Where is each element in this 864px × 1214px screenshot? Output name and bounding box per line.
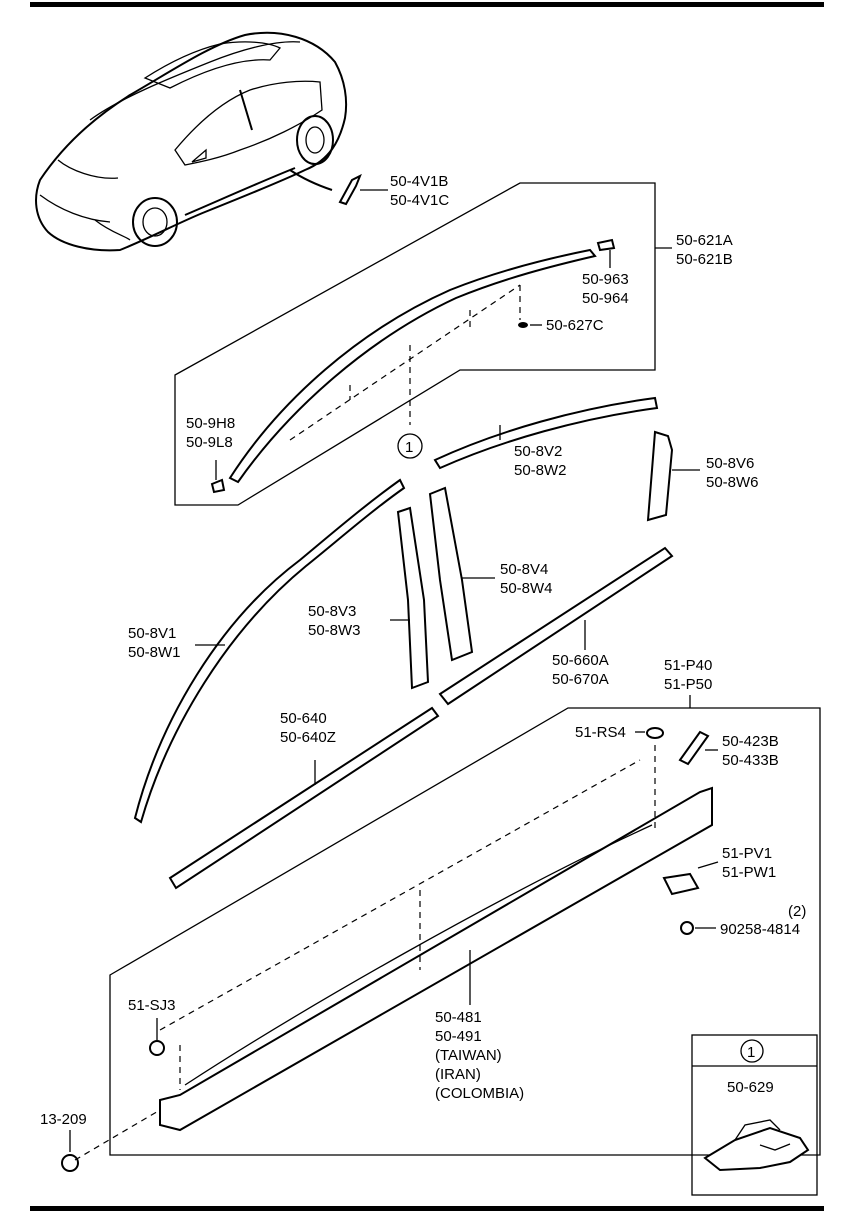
molding-50-640 — [168, 706, 440, 890]
fastener-50-9h8 — [210, 478, 226, 494]
callout-marker-label: 1 — [405, 439, 413, 456]
label-13-209: 13-209 — [40, 1111, 87, 1128]
label-50-8w2: 50-8W2 — [514, 462, 567, 479]
label-51-rs4: 51-RS4 — [575, 724, 626, 741]
side-sill-50-481 — [159, 786, 713, 1132]
label-50-481: 50-481 — [435, 1009, 482, 1026]
car-illustration — [35, 31, 348, 252]
label-50-8v4: 50-8V4 — [500, 561, 548, 578]
label-90258-4814: 90258-4814 — [720, 921, 800, 938]
top-border — [30, 2, 824, 7]
clip-50-627c — [518, 322, 528, 328]
label-50-8v6: 50-8V6 — [706, 455, 754, 472]
label-50-963: 50-963 — [582, 271, 629, 288]
note-taiwan: (TAIWAN) — [435, 1047, 502, 1064]
label-51-pw1: 51-PW1 — [722, 864, 776, 881]
clip-13-209 — [61, 1154, 79, 1172]
molding-50-8v1 — [133, 478, 406, 824]
clip-50-963 — [596, 238, 616, 252]
inset-marker: 1 — [747, 1044, 755, 1061]
label-50-8v1: 50-8V1 — [128, 625, 176, 642]
pillar-50-8v4 — [428, 486, 474, 662]
label-50-4v1b: 50-4V1B — [390, 173, 448, 190]
inset-box: 1 50-629 — [691, 1034, 818, 1196]
label-qty-90258: (2) — [788, 903, 806, 920]
lower-frame — [109, 707, 821, 1156]
garnish-50-8v6 — [646, 430, 674, 522]
bracket-51-pv1 — [662, 872, 700, 896]
label-50-640z: 50-640Z — [280, 729, 336, 746]
belt-molding-50-660a — [438, 546, 674, 706]
piece-50-423b — [678, 730, 710, 766]
label-51-sj3: 51-SJ3 — [128, 997, 176, 1014]
note-iran: (IRAN) — [435, 1066, 481, 1083]
label-50-670a: 50-670A — [552, 671, 609, 688]
label-50-8v2: 50-8V2 — [514, 443, 562, 460]
label-50-8w1: 50-8W1 — [128, 644, 181, 661]
label-50-433b: 50-433B — [722, 752, 779, 769]
label-50-621b: 50-621B — [676, 251, 733, 268]
label-50-8v3: 50-8V3 — [308, 603, 356, 620]
label-50-8w3: 50-8W3 — [308, 622, 361, 639]
label-50-9l8: 50-9L8 — [186, 434, 233, 451]
callout-marker — [397, 433, 423, 459]
pillar-50-8v3 — [396, 506, 430, 690]
label-51-p50: 51-P50 — [664, 676, 712, 693]
label-50-423b: 50-423B — [722, 733, 779, 750]
clip-51-rs4 — [646, 727, 664, 739]
clip-51-sj3 — [149, 1040, 165, 1056]
label-50-964: 50-964 — [582, 290, 629, 307]
upper-frame — [174, 182, 656, 506]
label-50-491: 50-491 — [435, 1028, 482, 1045]
label-50-4v1c: 50-4V1C — [390, 192, 449, 209]
label-50-8w6: 50-8W6 — [706, 474, 759, 491]
label-50-9h8: 50-9H8 — [186, 415, 235, 432]
label-51-pv1: 51-PV1 — [722, 845, 772, 862]
label-50-660a: 50-660A — [552, 652, 609, 669]
upper-molding — [228, 248, 597, 484]
label-51-p40: 51-P40 — [664, 657, 712, 674]
part-50-4v1b — [338, 173, 362, 206]
inset-clip-drawing — [703, 1126, 810, 1172]
bottom-border — [30, 1206, 824, 1211]
label-50-8w4: 50-8W4 — [500, 580, 553, 597]
note-colombia: (COLOMBIA) — [435, 1085, 524, 1102]
inset-part-50-629: 50-629 — [727, 1079, 774, 1096]
label-50-627c: 50-627C — [546, 317, 604, 334]
label-50-640: 50-640 — [280, 710, 327, 727]
screw-90258-4814 — [680, 921, 694, 935]
label-50-621a: 50-621A — [676, 232, 733, 249]
molding-50-8v2 — [433, 396, 659, 470]
